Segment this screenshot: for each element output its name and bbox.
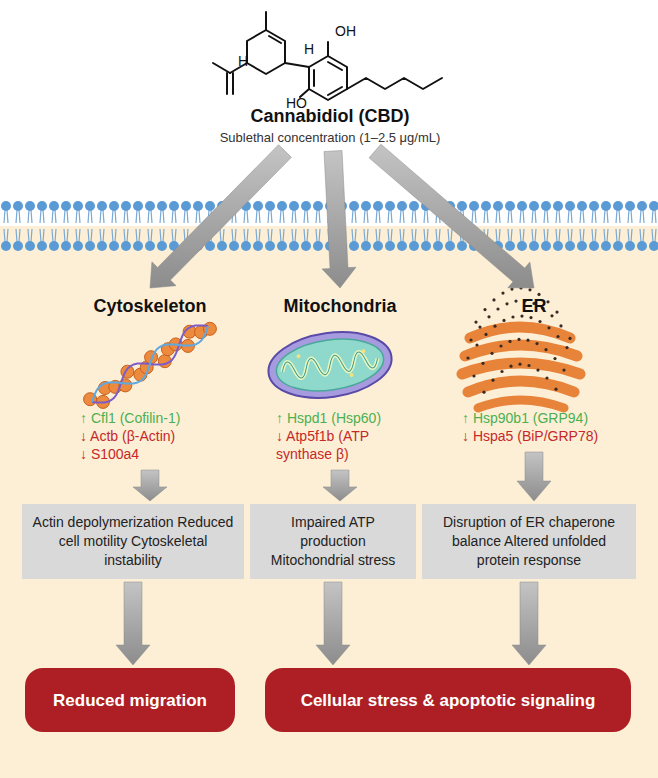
effect-box: Actin depolymerization Reduced cell moti… bbox=[22, 504, 244, 579]
block-arrow bbox=[517, 452, 551, 501]
block-arrow bbox=[322, 151, 356, 289]
protein-change: ↑ Hsp90b1 (GRP94) bbox=[428, 409, 640, 427]
organelle-heading: Cytoskeleton bbox=[40, 296, 260, 317]
concentration-note: Sublethal concentration (1–2.5 μg/mL) bbox=[170, 130, 490, 145]
block-arrow bbox=[512, 582, 546, 665]
endoplasmic-reticulum bbox=[462, 327, 580, 408]
block-arrow bbox=[116, 582, 150, 665]
organelle-heading: ER bbox=[428, 296, 640, 317]
actin-filament bbox=[84, 322, 217, 408]
atom-label: HO bbox=[286, 96, 307, 110]
organelle-column: Cytoskeleton ↑ Cfl1 (Cofilin-1)↓ Actb (β-… bbox=[40, 290, 260, 467]
effect-text: Impaired ATP production Mitochondrial st… bbox=[260, 513, 406, 570]
outcome-text: Cellular stress & apoptotic signaling bbox=[301, 690, 596, 711]
effect-box: Disruption of ER chaperone balance Alter… bbox=[422, 504, 636, 579]
outcome-box: Cellular stress & apoptotic signaling bbox=[265, 668, 631, 732]
organelle-column: ER ↑ Hsp90b1 (GRP94)↓ Hspa5 (BiP/GRP78) bbox=[428, 290, 640, 449]
ribosome-dots bbox=[466, 286, 571, 393]
block-arrow bbox=[316, 582, 350, 665]
effect-text: Actin depolymerization Reduced cell moti… bbox=[32, 513, 234, 570]
mitochondrion bbox=[264, 325, 396, 406]
protein-change: ↓ S100a4 bbox=[40, 445, 260, 463]
effect-box: Impaired ATP production Mitochondrial st… bbox=[250, 504, 416, 579]
atom-label: OH bbox=[335, 24, 356, 38]
organelle-column: Mitochondria ↑ Hspd1 (Hsp60)↓ Atp5f1b (AT… bbox=[262, 290, 418, 467]
block-arrow bbox=[323, 470, 357, 501]
compound-name: Cannabidiol (CBD) bbox=[170, 106, 490, 127]
block-arrow bbox=[369, 144, 534, 288]
protein-change: ↓ Actb (β-Actin) bbox=[40, 427, 260, 445]
outcome-text: Reduced migration bbox=[53, 690, 207, 711]
cell-interior bbox=[0, 226, 658, 778]
block-arrow bbox=[150, 145, 291, 288]
protein-change: ↑ Hspd1 (Hsp60) bbox=[262, 409, 418, 427]
atom-label: H bbox=[238, 54, 248, 68]
compound-title: Cannabidiol (CBD) Sublethal concentration… bbox=[170, 106, 490, 145]
cbd-structure bbox=[213, 12, 442, 100]
protein-change: ↓ Hspa5 (BiP/GRP78) bbox=[428, 427, 640, 445]
block-arrow bbox=[133, 470, 167, 501]
outcome-box: Reduced migration bbox=[25, 668, 235, 732]
atom-label: H bbox=[304, 42, 314, 56]
organelle-heading: Mitochondria bbox=[262, 296, 418, 317]
effect-text: Disruption of ER chaperone balance Alter… bbox=[432, 513, 626, 570]
protein-change: ↓ Atp5f1b (ATP synthase β) bbox=[262, 427, 418, 463]
protein-change: ↑ Cfl1 (Cofilin-1) bbox=[40, 409, 260, 427]
